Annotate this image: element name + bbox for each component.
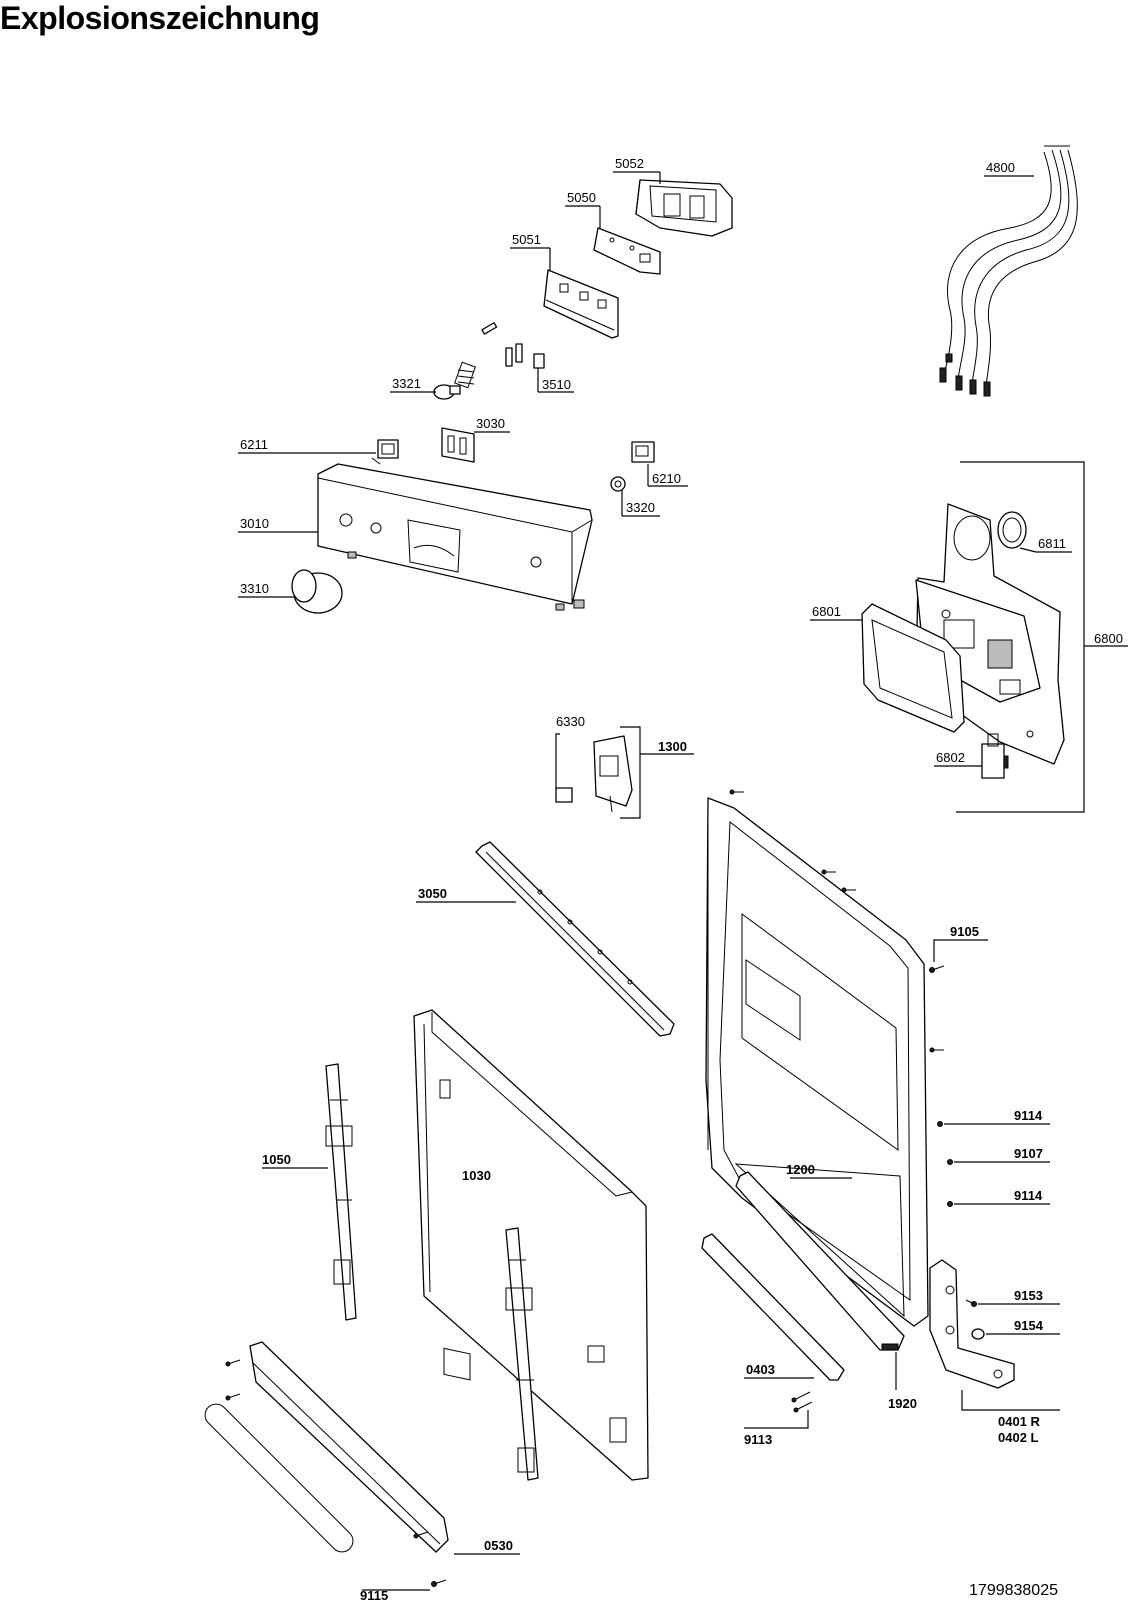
label-3010: 3010 bbox=[240, 516, 269, 531]
part-spring bbox=[454, 361, 476, 389]
label-3321: 3321 bbox=[392, 376, 421, 391]
label-1050: 1050 bbox=[262, 1152, 291, 1167]
part-6802-latch bbox=[981, 733, 1009, 779]
label-6801: 6801 bbox=[812, 604, 841, 619]
label-4800: 4800 bbox=[986, 160, 1015, 175]
leader-6330 bbox=[555, 733, 560, 790]
part-3030-holder bbox=[441, 427, 475, 463]
label-5051: 5051 bbox=[512, 232, 541, 247]
part-3310-knob bbox=[291, 569, 343, 614]
leader-9105 bbox=[933, 939, 988, 962]
label-0401: 0401 R bbox=[998, 1414, 1041, 1429]
part-6801-gasket bbox=[861, 603, 965, 733]
part-6211-switch bbox=[371, 439, 399, 465]
leader-6811 bbox=[1019, 547, 1037, 553]
part-6811-seal bbox=[997, 511, 1027, 549]
label-6210: 6210 bbox=[652, 471, 681, 486]
screw-group-frame bbox=[729, 789, 944, 1053]
bracket-6800 bbox=[956, 461, 1085, 813]
label-6330: 6330 bbox=[556, 714, 585, 729]
bracket-1300 bbox=[620, 726, 641, 819]
part-inner-rail bbox=[505, 1227, 539, 1481]
label-5052: 5052 bbox=[615, 156, 644, 171]
part-9107-screw bbox=[947, 1159, 953, 1165]
part-1920-strip bbox=[735, 1171, 905, 1351]
part-9114-screw-b bbox=[947, 1201, 953, 1207]
part-6210-switch bbox=[631, 441, 655, 463]
label-9113: 9113 bbox=[744, 1432, 772, 1447]
label-3310: 3310 bbox=[240, 581, 269, 596]
part-9113-screws bbox=[791, 1391, 813, 1413]
label-1200: 1200 bbox=[786, 1162, 815, 1177]
part-handle-screws bbox=[225, 1359, 429, 1539]
label-9105: 9105 bbox=[950, 924, 979, 939]
part-9114-screw-a bbox=[937, 1121, 943, 1127]
label-6802: 6802 bbox=[936, 750, 965, 765]
label-1920: 1920 bbox=[888, 1396, 917, 1411]
part-9115-screw bbox=[431, 1579, 447, 1587]
label-0402: 0402 L bbox=[998, 1430, 1039, 1445]
part-5050-board bbox=[593, 227, 661, 275]
label-9115: 9115 bbox=[360, 1588, 388, 1602]
page-title: Explosionszeichnung bbox=[0, 0, 320, 36]
part-5051-board bbox=[543, 269, 619, 339]
part-3320-knob bbox=[610, 476, 626, 492]
leader-9113 bbox=[744, 1410, 809, 1429]
label-3510: 3510 bbox=[542, 377, 571, 392]
part-9105-screw bbox=[929, 965, 945, 973]
part-9153-screw bbox=[965, 1299, 977, 1307]
label-9107: 9107 bbox=[1014, 1146, 1043, 1161]
part-pin bbox=[481, 322, 498, 335]
label-0530: 0530 bbox=[484, 1538, 513, 1553]
leader-0401 bbox=[961, 1390, 1060, 1411]
part-0403-strip bbox=[701, 1233, 845, 1381]
label-3320: 3320 bbox=[626, 500, 655, 515]
label-6800: 6800 bbox=[1094, 631, 1123, 646]
part-4800-harness bbox=[939, 145, 1078, 397]
part-3510-switches bbox=[505, 343, 545, 369]
label-9153: 9153 bbox=[1014, 1288, 1043, 1303]
part-9154-ring bbox=[971, 1328, 985, 1340]
label-3030: 3030 bbox=[476, 416, 505, 431]
part-3050-strip bbox=[475, 841, 675, 1037]
label-6211: 6211 bbox=[240, 437, 268, 452]
part-3010-control-panel bbox=[317, 463, 593, 611]
part-0401-0402-hinge bbox=[929, 1259, 1015, 1389]
part-0530-handle bbox=[204, 1341, 449, 1553]
label-6811: 6811 bbox=[1038, 536, 1066, 551]
part-1050-rail bbox=[325, 1063, 357, 1321]
label-9114-a: 9114 bbox=[1014, 1108, 1043, 1123]
label-9114-b: 9114 bbox=[1014, 1188, 1043, 1203]
label-5050: 5050 bbox=[567, 190, 596, 205]
label-0403: 0403 bbox=[746, 1362, 775, 1377]
label-1300: 1300 bbox=[658, 739, 687, 754]
part-6330-switch bbox=[555, 735, 633, 813]
label-1030: 1030 bbox=[462, 1168, 491, 1183]
document-number: 1799838025 bbox=[969, 1582, 1058, 1599]
part-3321-button bbox=[433, 384, 461, 400]
part-5052-housing bbox=[635, 179, 733, 237]
label-9154: 9154 bbox=[1014, 1318, 1044, 1333]
label-3050: 3050 bbox=[418, 886, 447, 901]
part-1030-inner-door bbox=[413, 1009, 649, 1481]
